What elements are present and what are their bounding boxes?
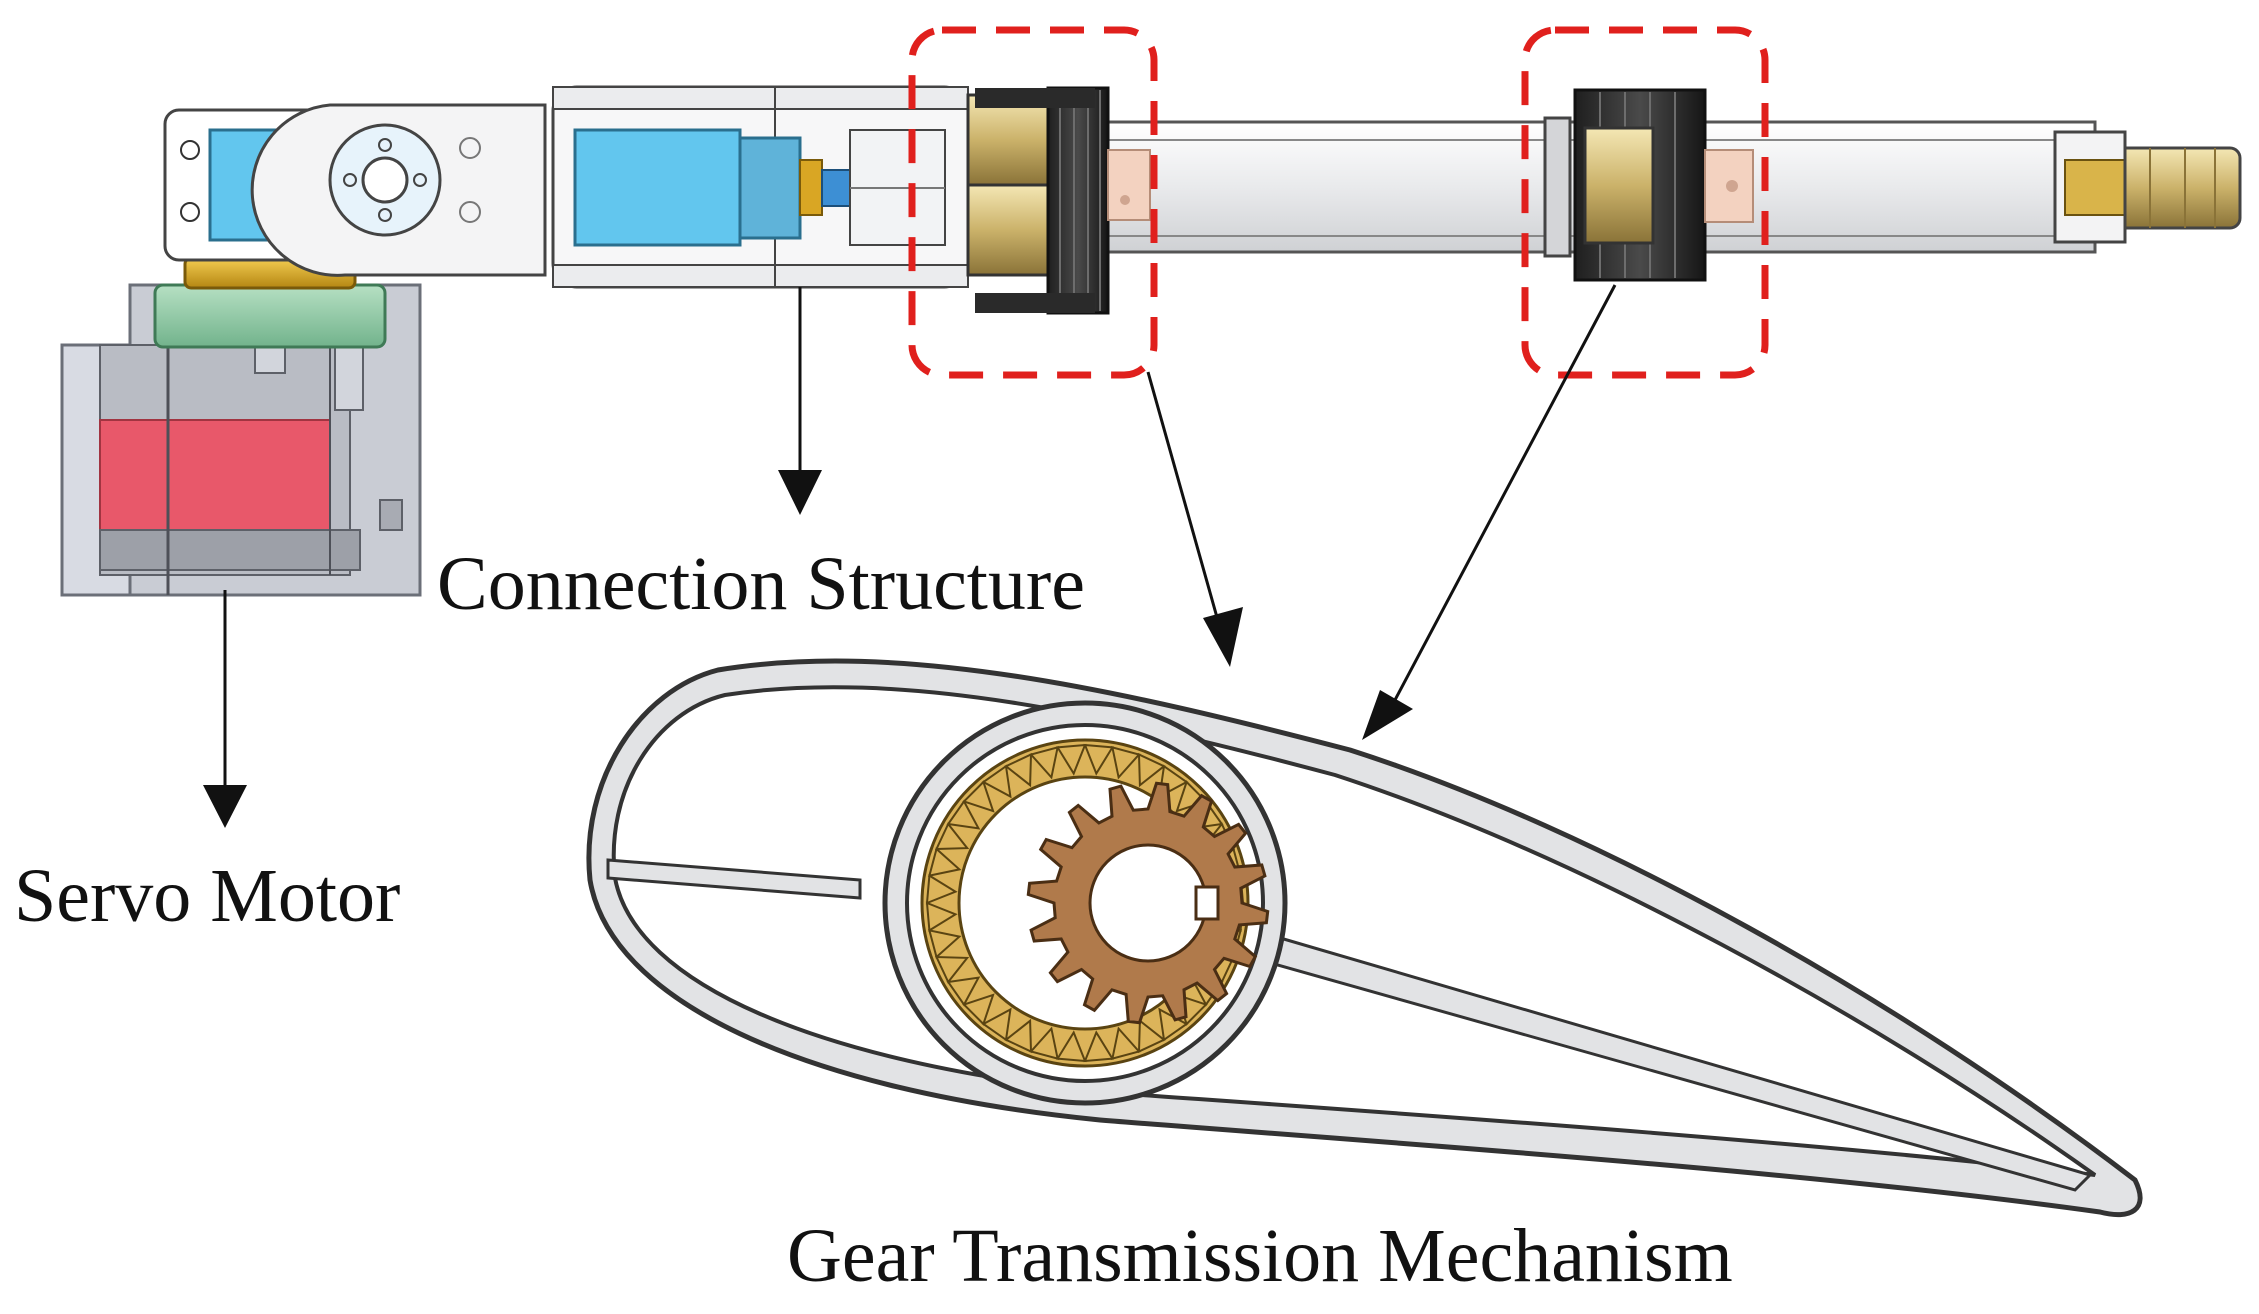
airfoil-cross-section [586, 658, 2143, 1218]
arrow-gear-1 [1146, 371, 1222, 629]
arrowhead-gear-1 [1203, 607, 1243, 667]
highlight-box-1 [908, 26, 1158, 379]
gear-block-1 [966, 86, 1151, 315]
servo-motor-label: Servo Motor [14, 854, 401, 938]
pinion-gear [1026, 781, 1270, 1025]
arrowhead-servo [203, 785, 247, 828]
gear-transmission-label: Gear Transmission Mechanism [787, 1214, 1733, 1298]
upper-servo-bracket [163, 103, 547, 277]
highlight-box-2 [1521, 26, 1769, 379]
arrowhead-gear-2 [1362, 690, 1413, 740]
connection-structure [551, 85, 970, 289]
connection-structure-label: Connection Structure [437, 542, 1085, 626]
arrowhead-connection [778, 470, 822, 515]
arrow-gear-2 [1393, 284, 1617, 701]
gear-block-2 [1573, 88, 1754, 282]
